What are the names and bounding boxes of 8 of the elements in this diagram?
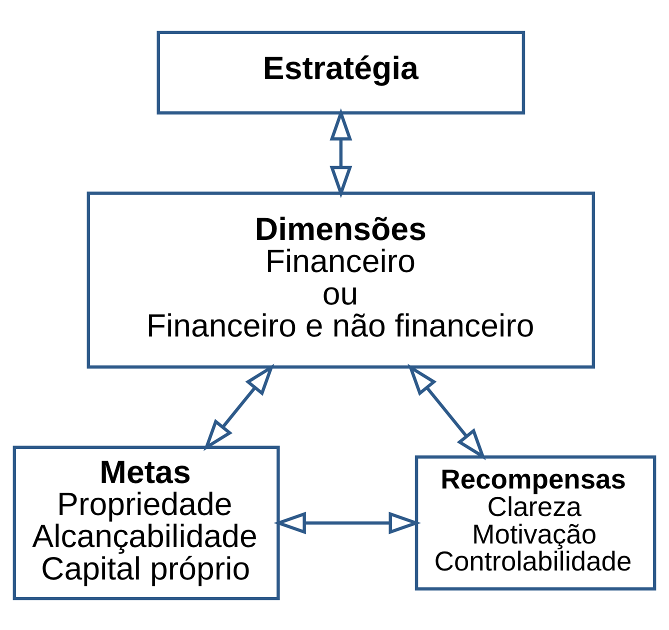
- arrow: [203, 363, 274, 450]
- arrow: [274, 511, 421, 534]
- node-box: Recompensas Clareza Motivação Controlabilidade: [414, 454, 656, 590]
- arrow: [330, 108, 352, 198]
- node-box: Estratégia: [156, 30, 526, 114]
- node-box: Metas Propriedade Alcançabilidade Capital próprio: [12, 445, 280, 600]
- arrow: [408, 363, 486, 460]
- node-box: Dimensões Financeiro ou Financeiro e não financeiro: [86, 191, 596, 368]
